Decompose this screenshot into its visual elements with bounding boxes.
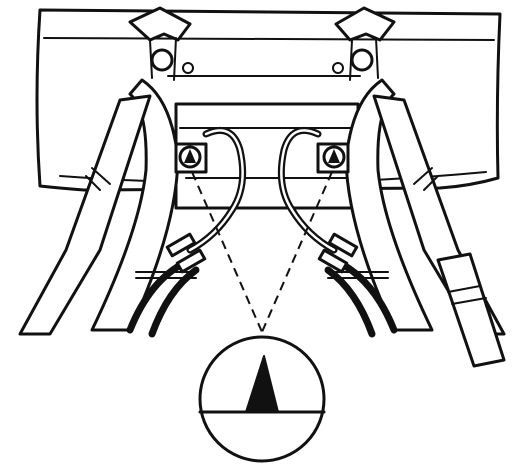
hose-couplers-right — [317, 232, 389, 279]
hitch-bracket-left — [128, 6, 194, 81]
indicator-detail — [198, 335, 326, 463]
hitch-bracket-right — [332, 6, 396, 81]
hose-right-lower-2 — [324, 266, 376, 338]
bucket-top-lip — [43, 37, 495, 41]
triangle-pointer-icon — [184, 149, 196, 163]
hose-couplers-left — [135, 232, 207, 279]
level-sight-right — [316, 142, 350, 174]
hitch-pin-left — [150, 48, 174, 72]
hitch-pin-right — [350, 48, 374, 72]
triangle-pointer-icon — [328, 149, 340, 163]
level-sight-left — [174, 142, 208, 174]
hose-left-lower-2 — [148, 266, 200, 338]
hydraulic-hoses — [126, 127, 398, 338]
hydraulic-cylinder-right — [436, 252, 506, 368]
level-pointer-icon — [245, 355, 279, 413]
